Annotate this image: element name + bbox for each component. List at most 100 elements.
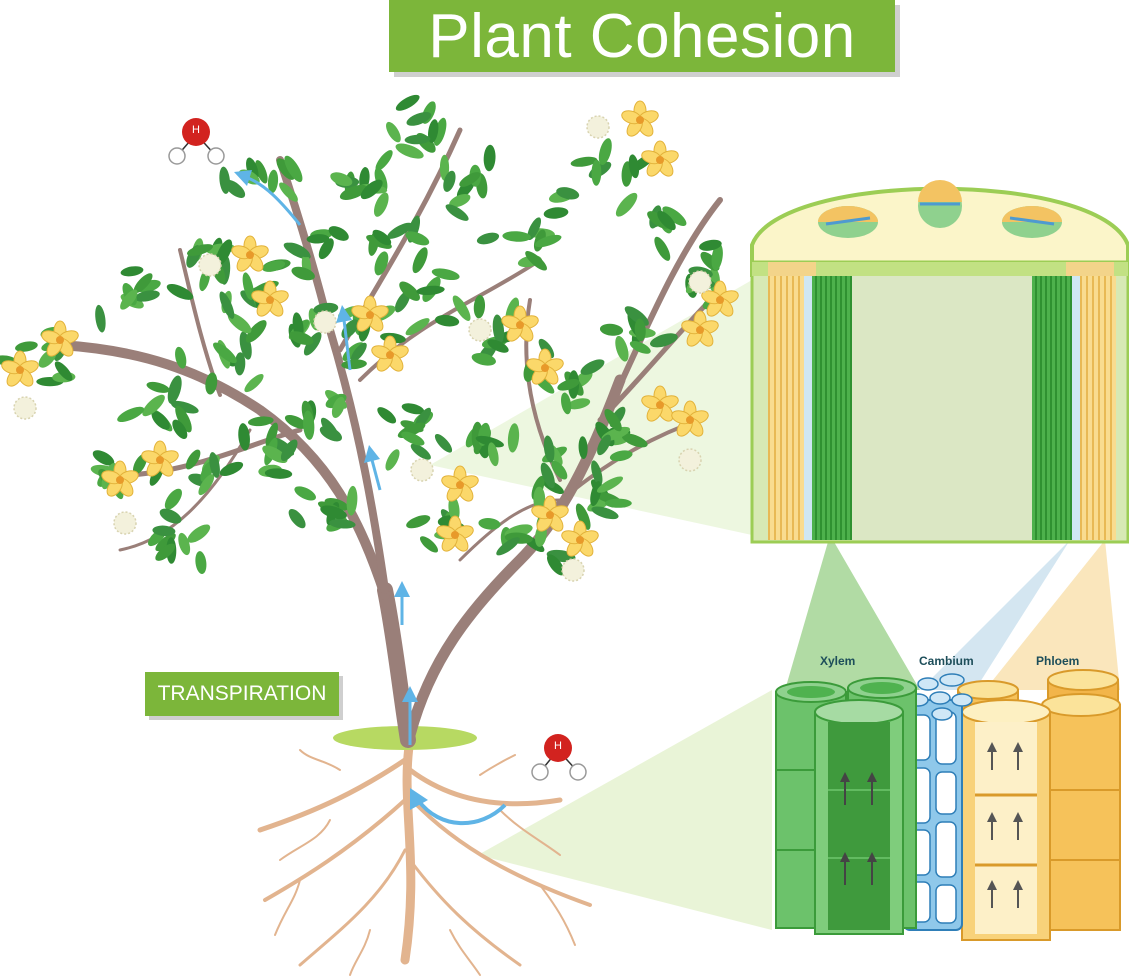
leaf [395, 94, 420, 111]
flower [351, 295, 389, 332]
leaf [288, 508, 306, 529]
leaf [172, 419, 188, 439]
leaf [151, 411, 170, 430]
leaf [142, 394, 165, 417]
leaf [628, 154, 640, 179]
leaf [487, 442, 499, 467]
leaf [54, 361, 73, 381]
leaf [117, 406, 145, 423]
leaf [449, 193, 471, 208]
leaf [615, 335, 629, 362]
leaf [276, 158, 295, 180]
leaf [621, 433, 648, 448]
water-molecule-root-atom: H [554, 740, 562, 752]
leaf [557, 379, 580, 391]
title-banner: Plant Cohesion [389, 0, 895, 72]
leaf [164, 488, 182, 510]
leaf [434, 314, 460, 327]
leaf [394, 291, 411, 313]
leaf [615, 192, 638, 217]
leaf [255, 160, 268, 184]
seed-puff [13, 396, 37, 420]
leaf [215, 239, 233, 266]
leaf [373, 192, 389, 217]
leaf [551, 460, 568, 480]
leaf [502, 231, 531, 242]
leaf [609, 450, 633, 462]
leaf [629, 341, 651, 354]
leaf [434, 434, 453, 453]
leaf [533, 486, 546, 512]
leaf [492, 314, 505, 344]
leaf [265, 422, 279, 448]
leaf [187, 244, 213, 256]
leaf [372, 229, 392, 246]
leaf [711, 243, 723, 271]
leaf [366, 234, 392, 249]
cambium-label: Cambium [919, 654, 974, 668]
leaf [406, 112, 432, 126]
leaf [92, 450, 115, 466]
leaf [219, 166, 231, 194]
leaf [244, 374, 264, 393]
flower [251, 280, 289, 317]
leaf [279, 182, 298, 202]
stem-cross-section [750, 180, 1129, 544]
leaf [134, 290, 160, 302]
flower [41, 320, 79, 357]
leaf [187, 524, 211, 543]
leaf [401, 431, 425, 446]
seed-puff [113, 511, 137, 535]
leaf [385, 449, 400, 471]
leaf [329, 519, 356, 529]
leaf [556, 187, 580, 200]
leaf [374, 251, 389, 276]
flower [681, 310, 719, 347]
leaf [284, 155, 303, 183]
flower [671, 400, 709, 437]
leaf [395, 143, 424, 159]
seed-puff [410, 458, 434, 482]
water-molecule-top [168, 118, 225, 165]
leaf [213, 342, 237, 364]
leaf [198, 474, 215, 496]
leaf [591, 506, 619, 520]
leaf [294, 486, 316, 501]
leaf [604, 408, 622, 432]
leaf [507, 423, 520, 453]
leaf [410, 443, 431, 460]
leaf [95, 304, 106, 333]
leaf [303, 332, 322, 356]
flower [701, 280, 739, 317]
page-title: Plant Cohesion [428, 1, 856, 71]
leaf [159, 508, 182, 524]
leaf [313, 302, 339, 315]
leaf [471, 352, 496, 366]
water-molecule-root [531, 734, 587, 781]
leaf [561, 392, 572, 415]
leaf [598, 138, 612, 166]
leaf [543, 435, 555, 463]
zoom-cones-tissue [785, 535, 1120, 690]
water-molecule-top-atom: H [192, 124, 200, 136]
seed-puff [313, 310, 337, 334]
leaf [567, 398, 591, 410]
leaf [650, 333, 678, 348]
leaf [591, 159, 602, 186]
flowers [1, 100, 739, 557]
roots [257, 735, 592, 976]
leaf [331, 396, 345, 418]
leaf [152, 525, 176, 537]
leaf [591, 460, 603, 486]
cambium-cells [903, 673, 973, 931]
leaf [175, 405, 192, 433]
phloem-cells [957, 669, 1121, 941]
leaf [238, 423, 250, 451]
leaf [386, 121, 401, 143]
leaf [433, 117, 447, 146]
leaf [287, 242, 310, 258]
leaf [245, 320, 267, 343]
leaf [406, 515, 431, 529]
seed-puff [688, 270, 712, 294]
